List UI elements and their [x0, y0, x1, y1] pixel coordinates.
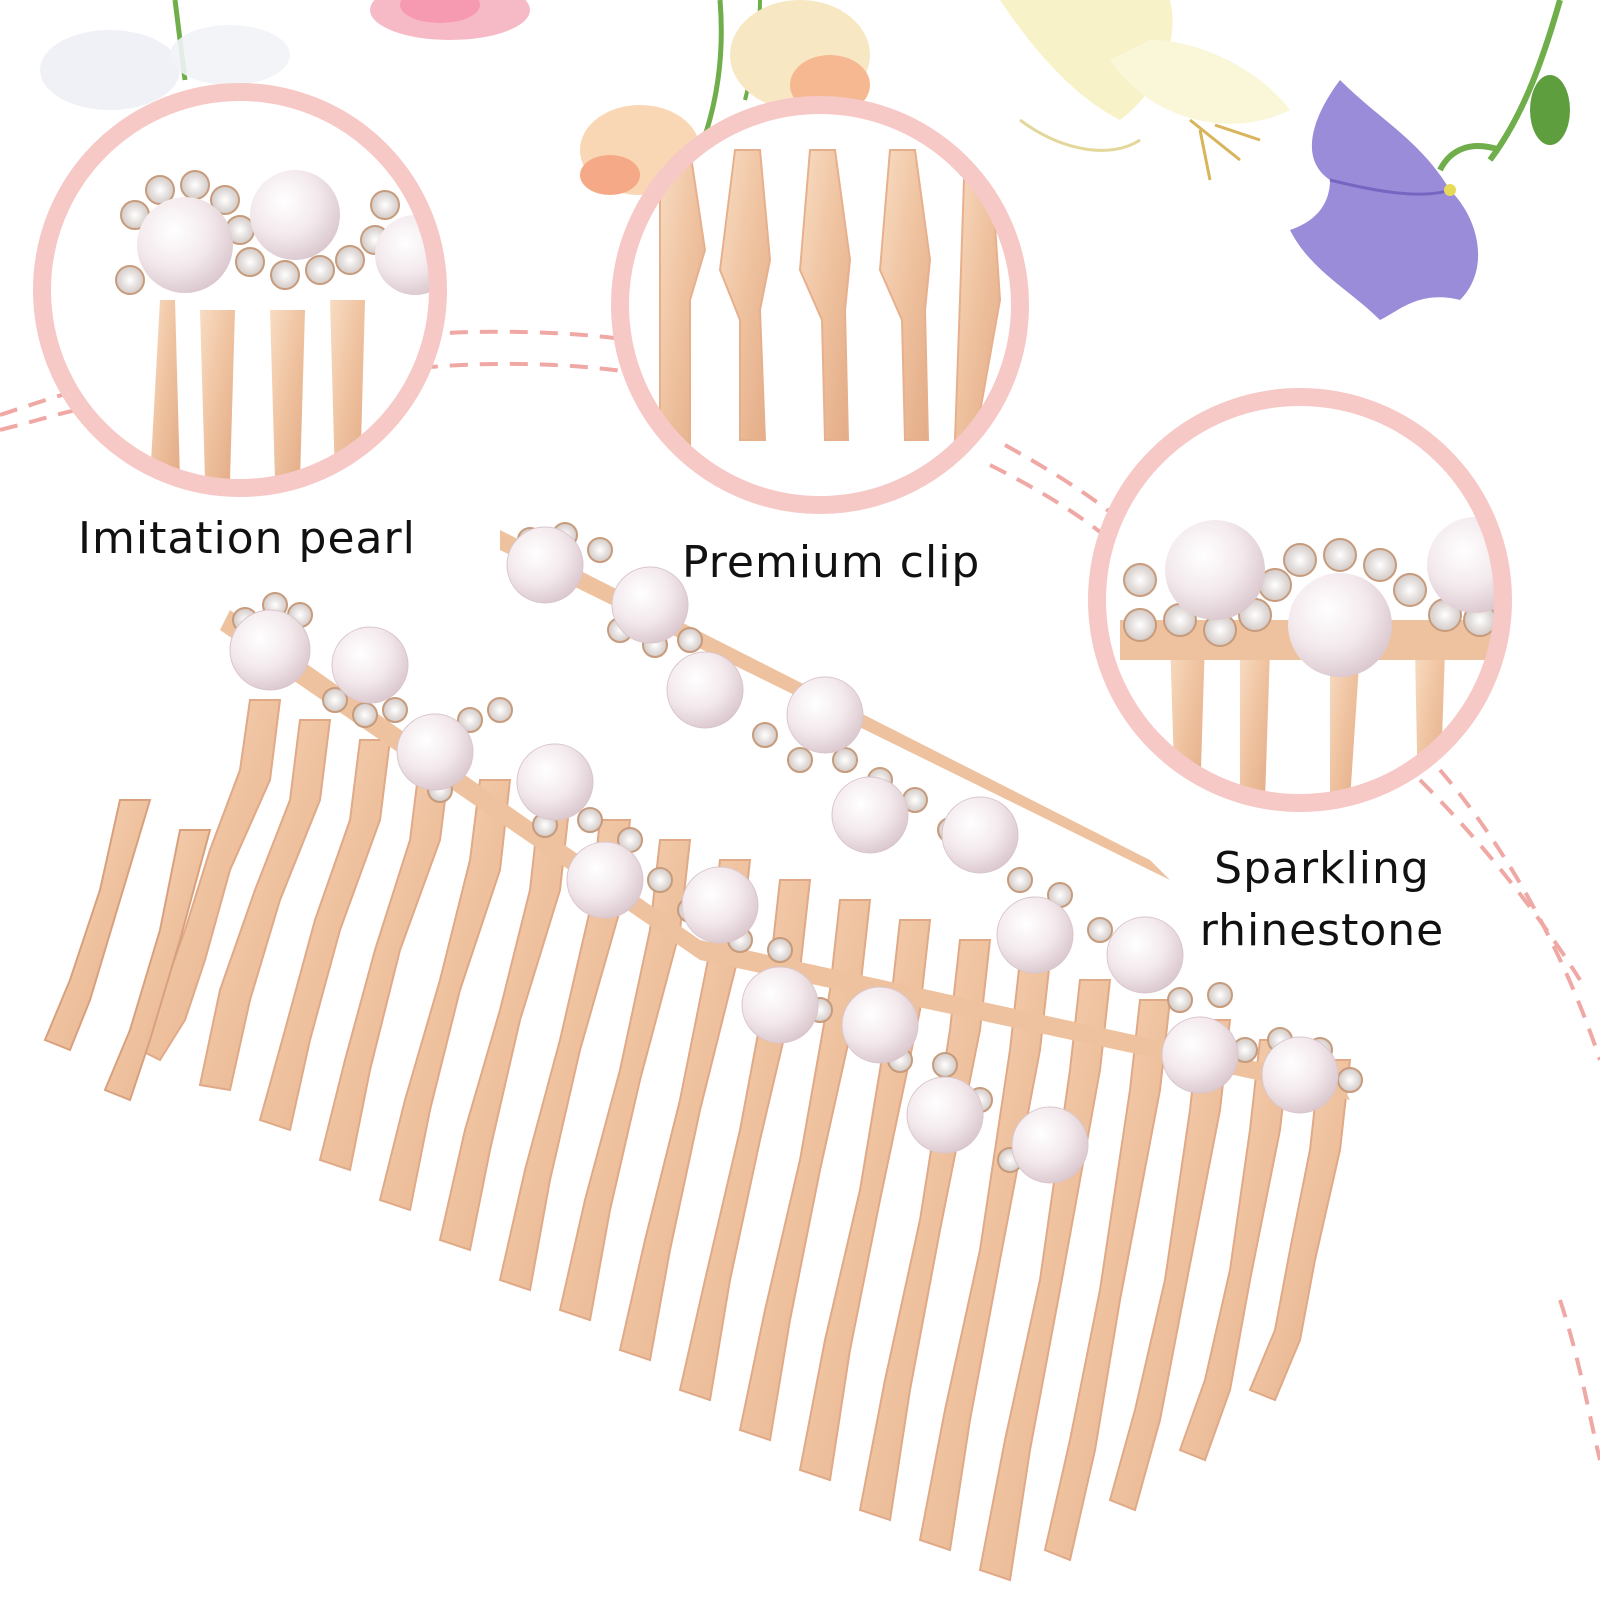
zoom-circle-rhinestone	[1088, 388, 1512, 812]
callout-label-rhinestone-line2: rhinestone	[1199, 904, 1445, 956]
zoom-circle-clip	[611, 96, 1029, 514]
callout-label-rhinestone: Sparkling rhinestone	[1192, 838, 1452, 961]
callout-label-pearl: Imitation pearl	[78, 513, 416, 564]
callout-label-rhinestone-line1: Sparkling	[1214, 843, 1430, 894]
comb-illustration-icon	[43, 522, 1363, 1582]
pearl-bead-icon	[137, 197, 233, 293]
callout-label-clip: Premium clip	[682, 537, 981, 588]
zoom-circle-pearl	[33, 83, 447, 497]
